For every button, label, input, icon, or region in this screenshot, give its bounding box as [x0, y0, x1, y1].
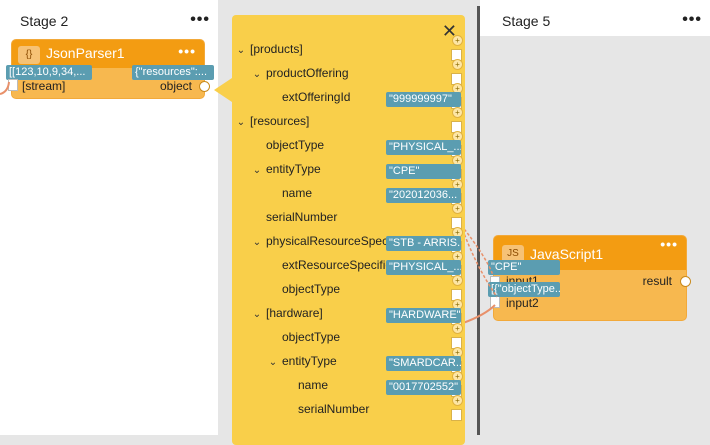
tree-label: serialNumber	[298, 402, 370, 416]
stage-menu-icon[interactable]: •••	[682, 11, 702, 28]
node-title: JsonParser1	[46, 45, 125, 61]
tree-label: name	[298, 378, 329, 392]
stage-canvas	[0, 36, 218, 435]
value-badge: "PHYSICAL_...	[386, 140, 461, 155]
add-output-icon[interactable]: +	[452, 275, 463, 286]
tree-label: [products]	[250, 42, 303, 56]
tree-label: objectType	[266, 138, 325, 152]
tree-label: serialNumber	[266, 210, 338, 224]
tree-row[interactable]: ⌄ productOffering	[252, 63, 349, 83]
add-output-icon[interactable]: +	[452, 59, 463, 70]
value-badge: "PHYSICAL_...	[386, 260, 461, 275]
node-header[interactable]	[12, 40, 204, 68]
stage-divider	[477, 6, 481, 435]
tree-label: extOfferingId	[282, 90, 351, 104]
value-preview: "SMARDCAR...	[386, 356, 461, 371]
tree-row[interactable]: serialNumber	[284, 399, 369, 419]
chevron-down-icon[interactable]: ⌄	[252, 309, 262, 320]
value-badge: "HARDWARE"	[386, 308, 461, 323]
tree-row[interactable]: ⌄ entityType	[252, 159, 321, 179]
add-output-icon[interactable]: +	[452, 395, 463, 406]
chevron-down-icon[interactable]: ⌄	[252, 237, 262, 248]
value-preview: "0017702552"	[386, 380, 461, 395]
add-output-icon[interactable]: +	[452, 203, 463, 214]
output-port[interactable]	[680, 276, 691, 287]
value-badge: "CPE"	[386, 164, 461, 179]
javascript-node[interactable]: JS JavaScript1 ••• input1 input2 result …	[488, 236, 691, 320]
value-preview: "CPE"	[386, 164, 461, 179]
input-port-label: [stream]	[22, 79, 66, 93]
tree-label: name	[282, 186, 313, 200]
output-port[interactable]	[199, 81, 210, 92]
output-preview-badge: {"resources":...	[132, 65, 214, 80]
output-port-label: object	[159, 79, 192, 93]
tree-label: physicalResourceSpec	[266, 234, 389, 248]
value-badge: "SMARDCAR...	[386, 356, 461, 371]
chevron-down-icon[interactable]: ⌄	[236, 45, 246, 56]
chevron-down-icon[interactable]: ⌄	[268, 357, 278, 368]
node-menu-icon[interactable]: •••	[660, 236, 678, 252]
add-output-icon[interactable]: +	[452, 107, 463, 118]
value-preview: "PHYSICAL_...	[386, 140, 461, 155]
value-badge: "202012036...	[386, 188, 461, 203]
input-preview-badge: [[123,10,9,34,...	[6, 65, 92, 80]
input1-preview-badge: "CPE"	[488, 260, 560, 275]
value-preview: "PHYSICAL_...	[386, 260, 461, 275]
connection-line	[0, 81, 10, 95]
tree-row[interactable]: ⌄ [hardware]	[252, 303, 323, 323]
field-port[interactable]	[451, 409, 462, 421]
value-badge: "999999997"	[386, 92, 461, 107]
stage-5-panel: Stage 5 •••	[480, 0, 710, 435]
tree-row[interactable]: ⌄ [resources]	[236, 111, 310, 131]
value-badge: "STB - ARRIS...	[386, 236, 461, 251]
tree-row[interactable]: name	[284, 375, 328, 395]
add-output-icon[interactable]: +	[452, 35, 463, 46]
chevron-down-icon[interactable]: ⌄	[252, 165, 262, 176]
chevron-down-icon[interactable]: ⌄	[236, 117, 246, 128]
value-preview: "202012036...	[386, 188, 461, 203]
tree-label: [resources]	[250, 114, 310, 128]
node-title: JavaScript1	[530, 246, 604, 262]
node-menu-icon[interactable]: •••	[178, 43, 196, 59]
tree-row[interactable]: objectType	[252, 135, 324, 155]
tree-label: entityType	[266, 162, 321, 176]
javascript-icon: JS	[502, 245, 524, 263]
stage-title: Stage 2	[20, 13, 69, 29]
stage-menu-icon[interactable]: •••	[190, 11, 210, 28]
tree-label: entityType	[282, 354, 337, 368]
value-badge: "0017702552"	[386, 380, 461, 395]
tree-label: objectType	[282, 282, 341, 296]
tree-label: objectType	[282, 330, 341, 344]
json-parser-icon: {}	[18, 46, 40, 64]
schema-preview-panel: ✕ ⌄[products]+⌄productOffering+extOfferi…	[232, 15, 465, 445]
chevron-down-icon[interactable]: ⌄	[252, 69, 262, 80]
tree-row[interactable]: ⌄ physicalResourceSpec	[252, 231, 388, 251]
tree-row[interactable]: extOfferingId	[268, 87, 350, 107]
tree-row[interactable]: name	[268, 183, 312, 203]
add-output-icon[interactable]: +	[452, 323, 463, 334]
input2-preview-badge: [{"objectType...	[488, 282, 560, 297]
input2-label: input2	[506, 296, 539, 310]
value-preview: "HARDWARE"	[386, 308, 461, 323]
value-preview: "999999997"	[386, 92, 461, 107]
value-preview: "STB - ARRIS...	[386, 236, 461, 251]
tree-row[interactable]: ⌄ entityType	[268, 351, 337, 371]
tree-row[interactable]: ⌄ [products]	[236, 39, 303, 59]
panel-pointer	[214, 78, 232, 102]
tree-label: productOffering	[266, 66, 349, 80]
tree-label: [hardware]	[266, 306, 323, 320]
output-port-label: result	[642, 274, 672, 288]
tree-row[interactable]: objectType	[268, 327, 340, 347]
tree-row[interactable]: objectType	[268, 279, 340, 299]
json-parser-node[interactable]: {} JsonParser1 ••• [[123,10,9,34,... {"r…	[6, 40, 214, 98]
tree-row[interactable]: serialNumber	[252, 207, 337, 227]
stage-title: Stage 5	[502, 13, 551, 29]
stage-canvas	[480, 36, 710, 435]
